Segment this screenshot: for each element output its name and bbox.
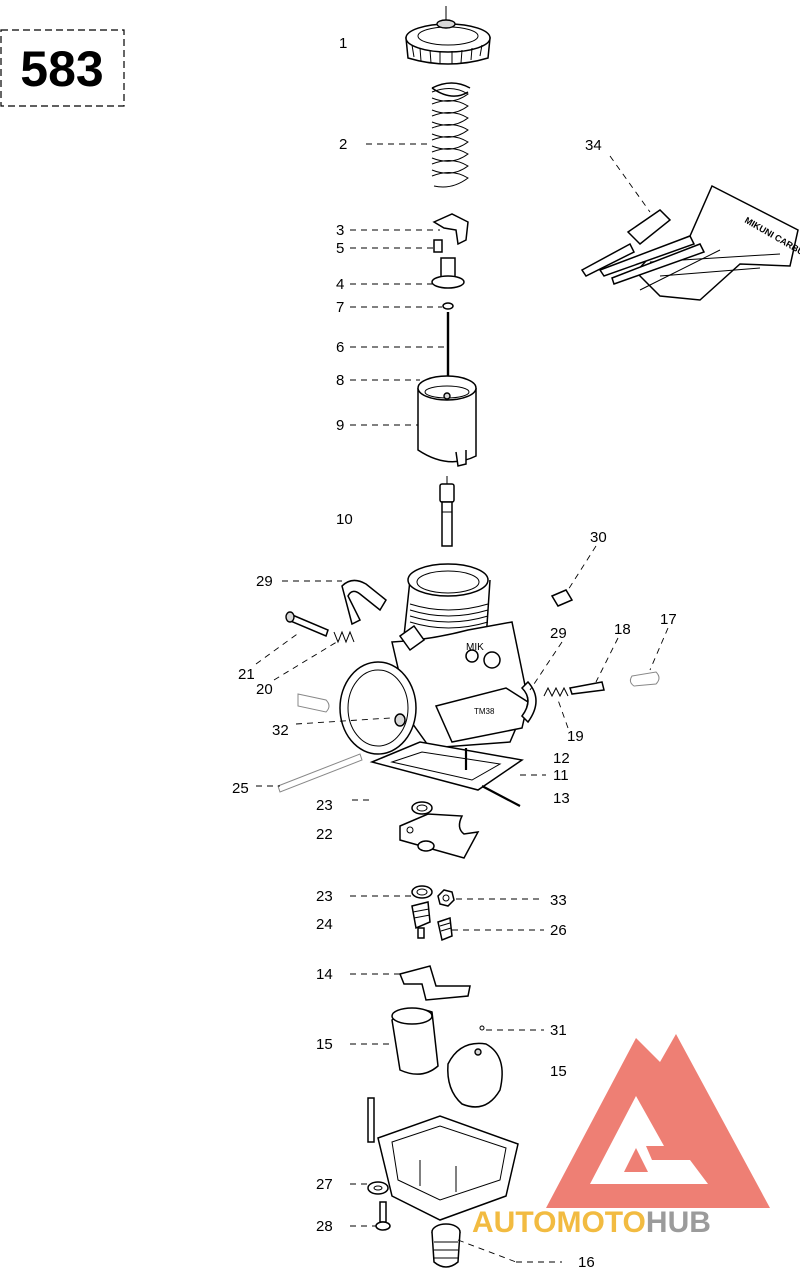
part-20-spring [333, 630, 355, 644]
callout-34: 34 [585, 137, 602, 154]
part-1-mixing-chamber-cap [405, 6, 491, 65]
part-14-float-arm [398, 965, 471, 1001]
callout-32: 32 [272, 722, 289, 739]
page-number: 583 [20, 41, 103, 97]
callout-29b: 29 [550, 625, 567, 642]
callout-23b: 23 [316, 888, 333, 905]
callout-25: 25 [232, 780, 249, 797]
callout-16: 16 [578, 1254, 595, 1271]
callout-9: 9 [336, 417, 344, 434]
watermark-text-auto: AUTO [472, 1206, 556, 1239]
leader-lines [255, 143, 669, 1263]
watermark-text: AUTOMOTOHUB [472, 1206, 711, 1239]
part-29-hose [341, 579, 387, 626]
part-19-spring [543, 686, 569, 698]
part-16-drain-plug [431, 1223, 461, 1268]
part-25-pin [277, 753, 363, 793]
callout-14: 14 [316, 966, 333, 983]
part-15-float-left [391, 1007, 439, 1075]
part-23-washer [411, 801, 433, 815]
part-5-pin [433, 239, 443, 253]
part-30-plug [550, 589, 574, 607]
callout-23a: 23 [316, 797, 333, 814]
part-15-float-right [447, 1042, 503, 1108]
part-31-pin [479, 1025, 485, 1031]
callout-21: 21 [238, 666, 255, 683]
part-18-screw [569, 681, 605, 695]
callout-13: 13 [553, 790, 570, 807]
page-number-box: 583 [0, 29, 125, 107]
callout-15a: 15 [316, 1036, 333, 1053]
watermark-text-moto: MOTO [556, 1206, 645, 1239]
part-2-spring [431, 82, 471, 188]
float-bowl [367, 1097, 519, 1221]
part-9-throttle-valve [417, 375, 477, 467]
callout-4: 4 [336, 276, 344, 293]
part-22-baffle-plate [399, 813, 480, 859]
callout-29a: 29 [256, 573, 273, 590]
watermark-triangle-inner [590, 1096, 708, 1184]
part-4-needle-retainer [431, 257, 465, 289]
callout-28: 28 [316, 1218, 333, 1235]
callout-33: 33 [550, 892, 567, 909]
callout-5: 5 [336, 240, 344, 257]
callout-6: 6 [336, 339, 344, 356]
part-34-tool-kit: MIKUNI CARBURETOR [580, 184, 800, 301]
svg-text:AUTOMOTOHUB: AUTOMOTOHUB [472, 1206, 711, 1239]
callout-31: 31 [550, 1022, 567, 1039]
carburetor-body: MIK TM38 [339, 563, 537, 791]
part-17-cap [629, 671, 660, 687]
callout-22: 22 [316, 826, 333, 843]
callout-15b: 15 [550, 1063, 567, 1080]
part-28-screw [375, 1201, 391, 1231]
callout-11: 11 [553, 767, 569, 784]
flange-mark: TM38 [474, 707, 495, 716]
callout-3: 3 [336, 222, 344, 239]
part-26-pilot-jet [437, 916, 453, 942]
watermark-text-hub: HUB [646, 1206, 711, 1239]
part-7-e-ring [442, 302, 454, 310]
part-13-pin [481, 785, 521, 807]
part-32-sleeve [297, 693, 330, 713]
part-24-main-jet [411, 901, 431, 939]
callout-30: 30 [590, 529, 607, 546]
callout-17: 17 [660, 611, 677, 628]
callout-8: 8 [336, 372, 344, 389]
watermark-logo [546, 1034, 770, 1208]
callout-labels: 1 2 3 5 4 7 6 8 9 10 34 30 29 29 18 17 2… [232, 35, 677, 1271]
part-23-washer-lower [411, 885, 433, 899]
part-21-screw [285, 611, 329, 638]
part-27-washer [367, 1181, 389, 1195]
body-mark: MIK [466, 642, 484, 653]
callout-10: 10 [336, 511, 353, 528]
part-33-nut [437, 889, 455, 907]
part-3-needle-clip-plate [432, 213, 469, 246]
callout-7: 7 [336, 299, 344, 316]
callout-12: 12 [553, 750, 570, 767]
callout-19: 19 [567, 728, 584, 745]
callout-26: 26 [550, 922, 567, 939]
callout-1: 1 [339, 35, 347, 52]
callout-2: 2 [339, 136, 347, 153]
callout-24: 24 [316, 916, 333, 933]
watermark-triangle-core [624, 1148, 648, 1172]
callout-27: 27 [316, 1176, 333, 1193]
callout-20: 20 [256, 681, 273, 698]
part-10-needle-jet [439, 476, 455, 547]
callout-18: 18 [614, 621, 631, 638]
